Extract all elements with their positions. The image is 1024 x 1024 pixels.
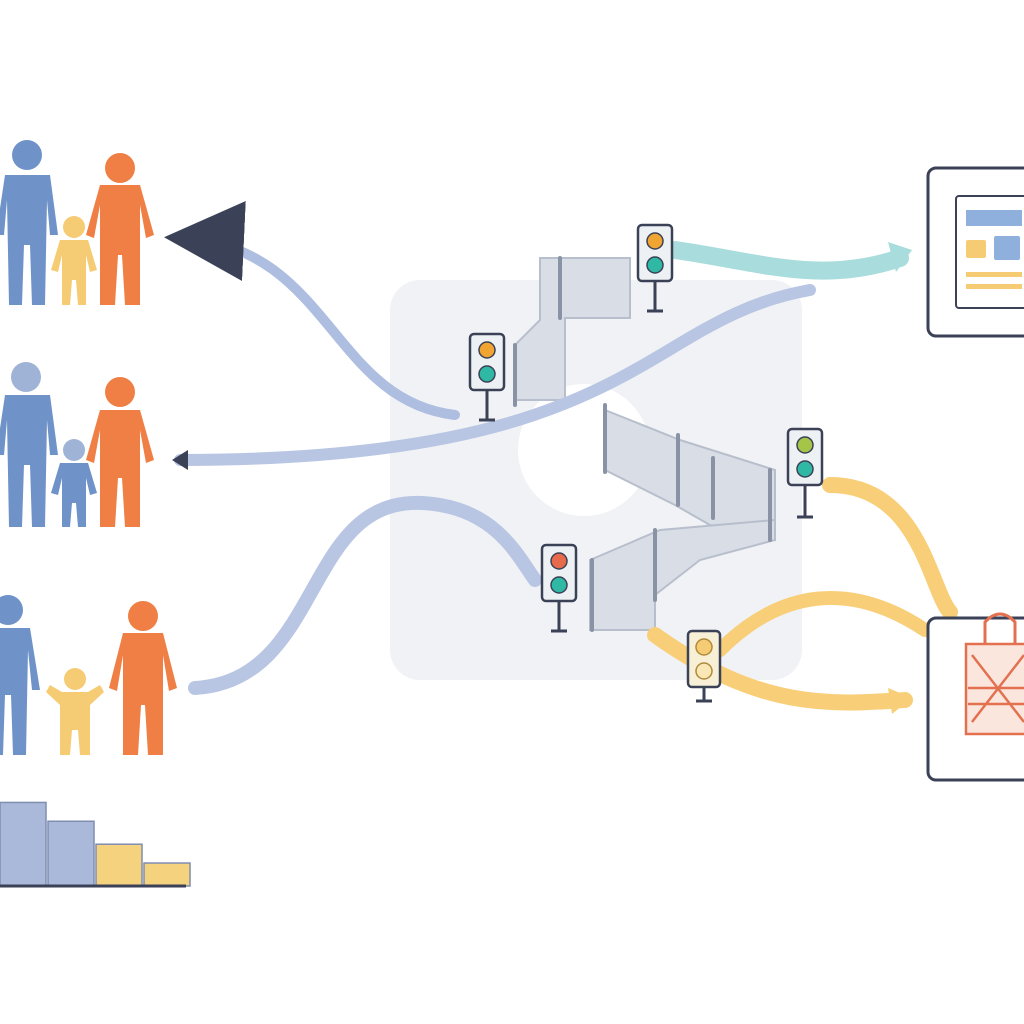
approved-document [926,166,1024,338]
adult-body [0,628,40,755]
adult-body [109,633,177,755]
signal-light-bottom [478,365,496,383]
document-line [966,272,1022,277]
bar-2 [47,820,95,887]
adult-head [12,140,42,170]
arrowhead-approved [888,242,912,272]
pipe-segment-lower [589,518,776,631]
flow-yellow-to-rejected-3 [713,590,932,657]
pipe-segment-upper [514,257,631,401]
signal-light-top [695,638,713,656]
adult-head [128,601,158,631]
adult-body [86,410,154,527]
adult-head [0,595,23,625]
signal-bottom [540,543,578,633]
signal-light-bottom [796,460,814,478]
adult-body [0,175,58,305]
flow-teal-to-approved [666,241,909,280]
adult-head [11,362,41,392]
signal-left [468,332,506,422]
child-body [51,463,97,527]
bar-3 [95,843,143,887]
document-line [966,284,1022,289]
family-group-1 [0,140,154,305]
signal-light-bottom [550,576,568,594]
bar-1 [0,801,47,887]
flow-to-family-2 [174,284,816,466]
flow-to-family-1 [164,201,460,420]
signal-light-top [478,341,496,359]
signal-light-top [796,436,814,454]
signal-light-bottom [646,256,664,274]
adult-head [105,377,135,407]
signal-top [636,223,674,313]
arrowhead-rejected [888,688,912,714]
adult-head [105,153,135,183]
lock-shackle-icon [983,612,1017,645]
cross-mark-icon [968,654,1024,723]
bar-4 [143,862,191,887]
adult-body [86,185,154,305]
signal-light-top [646,232,664,250]
child-head [63,439,85,461]
child-body [51,240,97,305]
child-body [46,685,104,755]
signal-yellow [686,629,722,703]
rejected-document [926,612,1024,782]
document-blue-block [994,236,1020,260]
flow-yellow-to-rejected-1 [822,477,958,620]
family-group-2 [0,362,154,527]
child-head [64,668,86,690]
document-header-bar [966,210,1022,226]
bar-chart [0,801,191,888]
adult-body [0,395,58,527]
signal-right [786,427,824,519]
document-yellow-block [966,240,986,258]
child-head [63,216,85,238]
flow-from-family-3 [188,495,542,695]
signal-light-top [550,552,568,570]
arrowhead-family-2 [172,450,188,470]
family-group-3 [0,595,177,755]
signal-light-bottom [695,662,713,680]
pipe-network [514,257,776,631]
